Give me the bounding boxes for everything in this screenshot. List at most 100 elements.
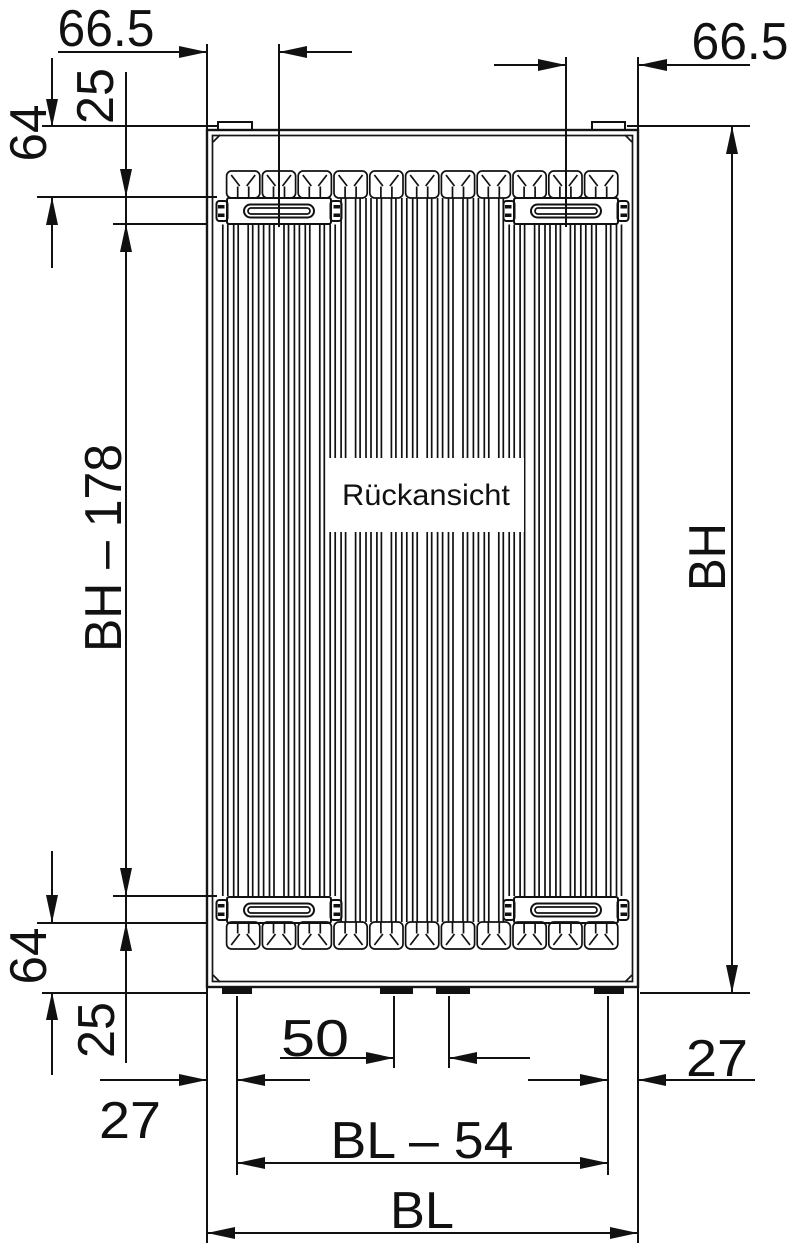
fin-cap-top-detail (230, 174, 256, 198)
mounting-tabs (217, 121, 626, 994)
bottom-foot (380, 987, 413, 994)
radiator-fins (221, 198, 623, 922)
dim-label-top-bracket-height: 25 (67, 68, 125, 124)
fin-cap-bottom-detail (445, 922, 471, 946)
fin-cap-top-detail (552, 174, 579, 198)
radiator-outline (205, 128, 640, 989)
bracket-notch (620, 205, 627, 209)
fin-cap-bottom-detail (588, 922, 614, 946)
dimension-arrowhead (120, 169, 132, 197)
bracket-notch (333, 213, 340, 217)
bracket-bottom-left (215, 896, 343, 924)
dimension-arrowhead (46, 197, 58, 225)
bracket-end-right (329, 899, 343, 921)
fin-cap-top (404, 170, 440, 199)
dimension-arrowhead (638, 1074, 666, 1086)
dim-label-between-brackets-height: BH – 178 (75, 444, 133, 652)
top-tab (591, 121, 626, 131)
dimension-arrowhead (120, 868, 132, 896)
fin-cap-top-detail (445, 174, 471, 198)
dim-label-bottom-bracket-to-edge: 64 (0, 928, 58, 985)
fin-cap-top (476, 170, 512, 199)
bracket-notch (333, 912, 340, 916)
dimension-arrowhead (207, 1227, 235, 1239)
dim-label-bottom-left-edge-offset: 27 (99, 1092, 161, 1150)
bracket-notch (620, 213, 627, 217)
dimension-arrowhead (639, 59, 667, 71)
corner-chamfer-top-left (212, 134, 221, 143)
fin-cap-bottom-detail (516, 922, 543, 946)
fin-cap-top-detail (373, 174, 400, 198)
dim-label-top-left-offset: 66.5 (58, 0, 155, 58)
fin-cap-bottom-detail (337, 922, 364, 946)
bracket-slot-inner (534, 906, 598, 914)
bracket-notch (620, 912, 627, 916)
dimension-arrowhead (366, 1052, 394, 1064)
bracket-end-left (502, 899, 516, 921)
bracket-notch (333, 205, 340, 209)
fin-cap-top-detail (409, 174, 435, 198)
dim-label-top-edge-to-bracket: 64 (0, 105, 58, 162)
bracket-notch (218, 205, 225, 209)
fin-cap-bottom (404, 921, 440, 950)
fin-cap-top (333, 170, 369, 199)
bracket-slot-inner (247, 906, 311, 914)
dimension-arrowhead (46, 99, 58, 127)
bracket-body (226, 896, 332, 924)
radiator-outer-frame (205, 128, 640, 989)
dimension-arrowhead (237, 1074, 265, 1086)
bottom-foot (594, 987, 624, 994)
fin-cap-bottom-detail (302, 922, 328, 946)
dimension-arrowhead (538, 59, 566, 71)
mounting-brackets (215, 197, 630, 924)
bracket-notch (218, 912, 225, 916)
fin-cap-bottom (476, 921, 512, 950)
fin-cap-bottom-detail (266, 922, 292, 946)
bracket-notch (505, 904, 512, 908)
dim-label-overall-height: BH (679, 523, 737, 591)
fin-cap-bottom-detail (373, 922, 400, 946)
fin-cap-bottom-detail (409, 922, 435, 946)
bracket-slot (243, 902, 315, 918)
fin-cap-top-detail (302, 174, 328, 198)
corner-chamfer-bottom-right (624, 974, 633, 983)
bracket-end-right (616, 899, 630, 921)
fin-cap-bottom (440, 921, 476, 950)
fin-cap-top (440, 170, 476, 199)
bottom-foot (222, 987, 252, 994)
dimension-arrowhead (726, 126, 738, 154)
dimension-arrowhead (46, 895, 58, 923)
fin-cap-bottom (368, 921, 404, 950)
corner-chamfer-top-right (624, 134, 633, 143)
bracket-notch (505, 213, 512, 217)
dimension-arrowhead (237, 1157, 265, 1169)
bracket-end-right (616, 200, 630, 222)
fin-cap-top-detail (337, 174, 364, 198)
dimension-arrowhead (449, 1052, 477, 1064)
dim-label-bottom-right-edge-offset: 27 (686, 1030, 748, 1088)
corner-chamfer-bottom-left (212, 974, 221, 983)
dim-label-bottom-bracket-height: 25 (68, 1002, 126, 1058)
dim-label-feet-span: BL – 54 (331, 1112, 514, 1170)
fin-cap-bottom-detail (481, 922, 507, 946)
dimension-arrowhead (120, 224, 132, 252)
bracket-end-right (329, 200, 343, 222)
bracket-end-left (215, 899, 229, 921)
fin-cap-top-detail (266, 174, 292, 198)
fin-cap-top-detail (588, 174, 614, 198)
dimension-arrowhead (46, 992, 58, 1020)
bracket-notch (218, 213, 225, 217)
dimension-arrowhead (726, 965, 738, 993)
dimension-arrowhead (120, 923, 132, 951)
bracket-bottom-right (502, 896, 630, 924)
bottom-foot (436, 987, 470, 994)
fin-cap-top-detail (516, 174, 543, 198)
dim-label-top-right-offset: 66.5 (692, 13, 789, 71)
dimension-arrowhead (610, 1227, 638, 1239)
dim-label-overall-length: BL (390, 1182, 454, 1240)
dim-label-bottom-feet-spacing: 50 (281, 1010, 349, 1068)
fin-cap-top-detail (481, 174, 507, 198)
